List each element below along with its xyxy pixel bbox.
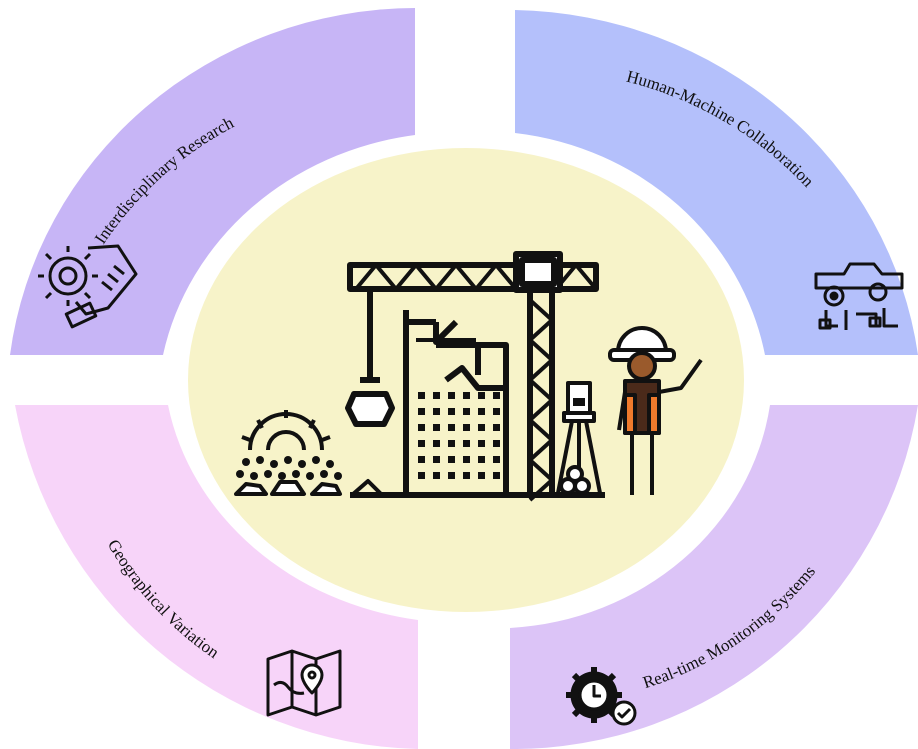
map-pin-icon: [266, 649, 342, 717]
building-icon: [403, 310, 509, 498]
surveying-equipment-icon: [556, 381, 602, 495]
gear-rubble-icon: [234, 410, 342, 496]
robot-circuit-icon: [814, 262, 904, 330]
gear-handshake-icon: [38, 244, 138, 329]
crane-icon: [345, 251, 599, 502]
segment-bottom-right: [510, 405, 918, 749]
worker-icon: [608, 326, 703, 495]
gear-clock-check-icon: [566, 667, 637, 726]
segment-top-right: [515, 10, 918, 355]
construction-site-icon: [234, 251, 703, 502]
segment-top-left: [10, 8, 415, 355]
building-windows: [418, 392, 500, 479]
rubble-triangle: [350, 479, 384, 497]
